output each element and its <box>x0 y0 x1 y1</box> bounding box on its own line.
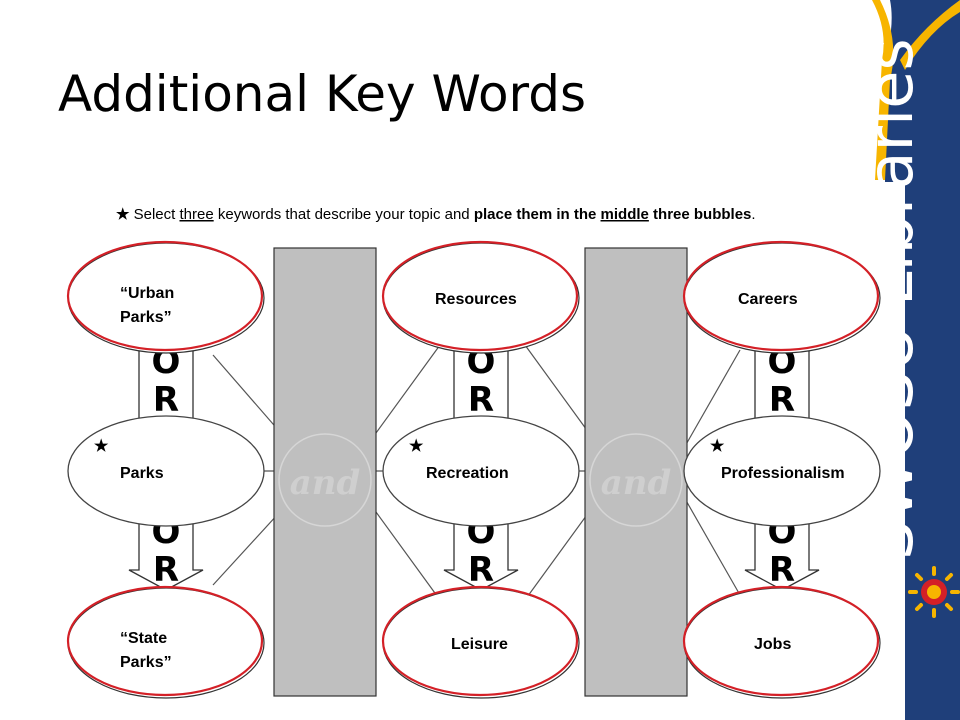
connector-line <box>679 349 741 456</box>
keyword-label: Parks <box>120 465 164 482</box>
and-bars: and and <box>273 247 688 697</box>
and-label: and <box>601 463 672 503</box>
bubble-outline <box>66 585 264 697</box>
or-letter: R <box>153 550 179 590</box>
bubble-middle-1: ★ Parks <box>67 415 265 527</box>
keyword-label: Parks” <box>120 309 172 326</box>
or-letter: R <box>468 380 494 420</box>
bubble-bottom-3: Jobs <box>682 585 881 699</box>
and-ring-icon <box>589 433 683 527</box>
and-ring-icon <box>278 433 372 527</box>
brand-gold-accent <box>900 0 960 70</box>
keyword-label: Parks” <box>120 654 172 671</box>
keyword-label: Leisure <box>451 636 508 653</box>
bubble-outline <box>66 240 264 352</box>
instruction-text: ★ Select three keywords that describe yo… <box>116 206 756 223</box>
and-label: and <box>290 463 361 503</box>
bubble-middle-2: ★Recreation <box>382 415 580 527</box>
brand-navy-band <box>885 0 960 720</box>
connector-line <box>679 489 741 596</box>
keyword-label: “Urban <box>120 285 174 302</box>
star-icon: ★ <box>94 438 109 455</box>
keyword-label: Recreation <box>426 465 509 482</box>
and-bar: and <box>273 247 377 697</box>
bubble-outline <box>682 240 880 352</box>
bubble-bottom-2: Leisure <box>381 585 580 699</box>
page-title: Additional Key Words <box>58 65 586 123</box>
keyword-label: Careers <box>738 291 798 308</box>
or-letter: R <box>153 380 179 420</box>
bubble-outline <box>67 415 265 527</box>
bubble-outline <box>381 240 579 352</box>
bubble-middle-3: ★ Professionalism <box>683 415 881 527</box>
or-letter: R <box>769 380 795 420</box>
keyword-label: Resources <box>435 291 517 308</box>
keyword-label: Professionalism <box>721 465 845 482</box>
or-letter: R <box>468 550 494 590</box>
and-bar: and <box>584 247 688 697</box>
star-icon: ★ <box>116 206 130 223</box>
bubble-outline <box>381 585 579 697</box>
bubble-outline <box>683 415 881 527</box>
or-arrow: OR <box>443 504 519 591</box>
bubble-top-3: Careers <box>682 240 881 354</box>
keyword-label: “State <box>120 630 167 647</box>
bubble-outline <box>682 585 880 697</box>
bubble-top-2: Resources <box>381 240 580 354</box>
keyword-label: Jobs <box>754 636 791 653</box>
star-icon: ★ <box>710 438 725 455</box>
brand-sun-logo <box>908 566 960 618</box>
star-icon: ★ <box>409 438 424 455</box>
or-letter: R <box>769 550 795 590</box>
and-bar-rect <box>273 247 377 697</box>
and-bar-rect <box>584 247 688 697</box>
keyword-bubbles: “UrbanParks”“StateParks”★ParksResourcesL… <box>66 240 881 699</box>
bubble-outline <box>382 415 580 527</box>
brand-gold-swoosh <box>872 0 894 180</box>
